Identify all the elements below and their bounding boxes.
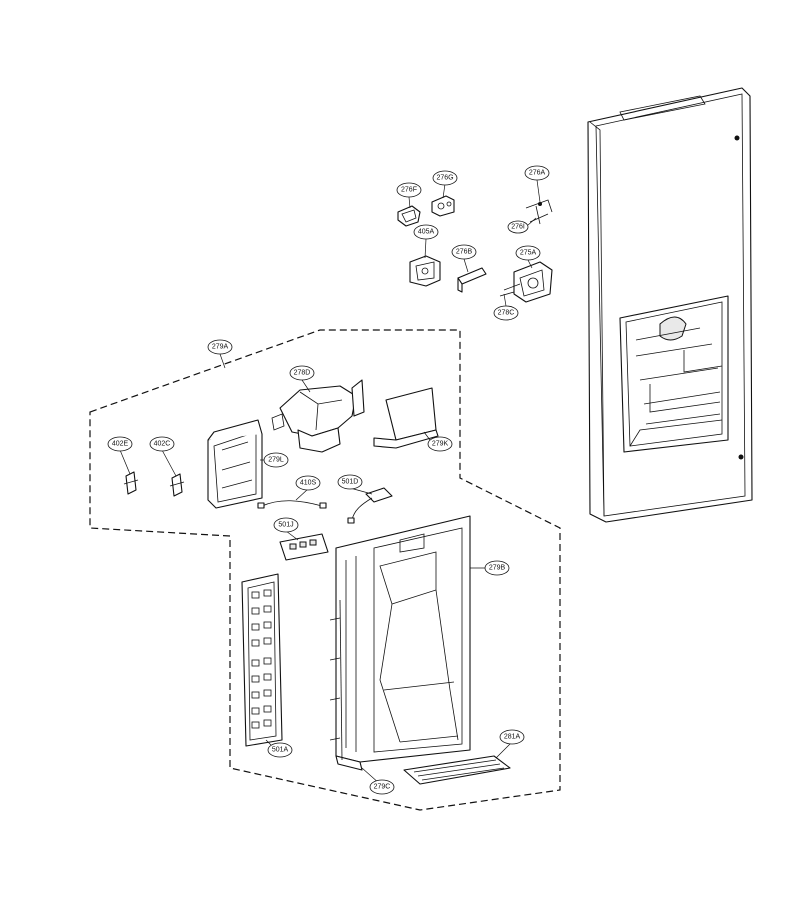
- callout-501D: 501D: [337, 474, 363, 490]
- part-276B: [457, 267, 487, 293]
- door-panel: [587, 87, 753, 523]
- svg-text:281A: 281A: [504, 734, 521, 741]
- svg-text:402C: 402C: [154, 441, 171, 448]
- callout-410S: 410S: [295, 475, 321, 491]
- callout-279L: 279L: [263, 452, 289, 468]
- svg-text:279L: 279L: [268, 457, 284, 464]
- callout-278C: 278C: [493, 305, 519, 321]
- part-501A: [241, 573, 283, 747]
- part-410S: [257, 500, 327, 509]
- part-405A: [409, 255, 441, 287]
- part-276F: [397, 205, 421, 227]
- callout-501A: 501A: [267, 742, 293, 758]
- callout-276G: 276G: [432, 170, 458, 186]
- svg-text:279K: 279K: [432, 441, 449, 448]
- assembly-boundary: [89, 329, 561, 811]
- part-275A: [499, 261, 553, 303]
- svg-text:279B: 279B: [489, 565, 506, 572]
- svg-text:276G: 276G: [436, 175, 453, 182]
- part-501D: [347, 487, 393, 524]
- callout-501J: 501J: [273, 517, 299, 533]
- svg-text:278D: 278D: [294, 370, 311, 377]
- svg-text:501J: 501J: [278, 522, 293, 529]
- callout-279C: 279C: [369, 779, 395, 795]
- svg-text:410S: 410S: [300, 480, 317, 487]
- svg-text:405A: 405A: [418, 229, 435, 236]
- leader-lines: [119, 179, 541, 785]
- part-279C: [335, 599, 363, 771]
- part-278D: [271, 379, 365, 453]
- part-276G: [431, 195, 455, 217]
- svg-text:279C: 279C: [374, 784, 391, 791]
- part-402C: [169, 473, 185, 497]
- callout-281A: 281A: [499, 729, 525, 745]
- svg-text:279A: 279A: [212, 344, 229, 351]
- callout-405A: 405A: [413, 224, 439, 240]
- callout-279A: 279A: [207, 339, 233, 355]
- svg-text:276I: 276I: [511, 224, 525, 231]
- part-402E: [123, 471, 139, 495]
- svg-text:276A: 276A: [529, 170, 546, 177]
- callout-276A: 276A: [524, 165, 550, 181]
- svg-text:275A: 275A: [520, 250, 537, 257]
- callout-279B: 279B: [484, 560, 510, 576]
- part-279K: [373, 387, 439, 449]
- svg-text:276B: 276B: [456, 249, 473, 256]
- callout-402E: 402E: [107, 436, 133, 452]
- callout-276I: 276I: [507, 220, 529, 234]
- svg-text:402E: 402E: [112, 441, 129, 448]
- callout-402C: 402C: [149, 436, 175, 452]
- callout-279K: 279K: [427, 436, 453, 452]
- svg-text:278C: 278C: [498, 310, 515, 317]
- part-501J: [279, 533, 329, 561]
- callout-278D: 278D: [289, 365, 315, 381]
- part-279B: [329, 515, 471, 763]
- svg-text:501A: 501A: [272, 747, 289, 754]
- part-279L: [207, 419, 263, 509]
- svg-text:276F: 276F: [401, 187, 417, 194]
- callout-275A: 275A: [515, 245, 541, 261]
- part-281A: [403, 755, 511, 785]
- part-276A: [525, 199, 553, 225]
- svg-text:501D: 501D: [342, 479, 359, 486]
- callout-276F: 276F: [396, 182, 422, 198]
- callout-276B: 276B: [451, 244, 477, 260]
